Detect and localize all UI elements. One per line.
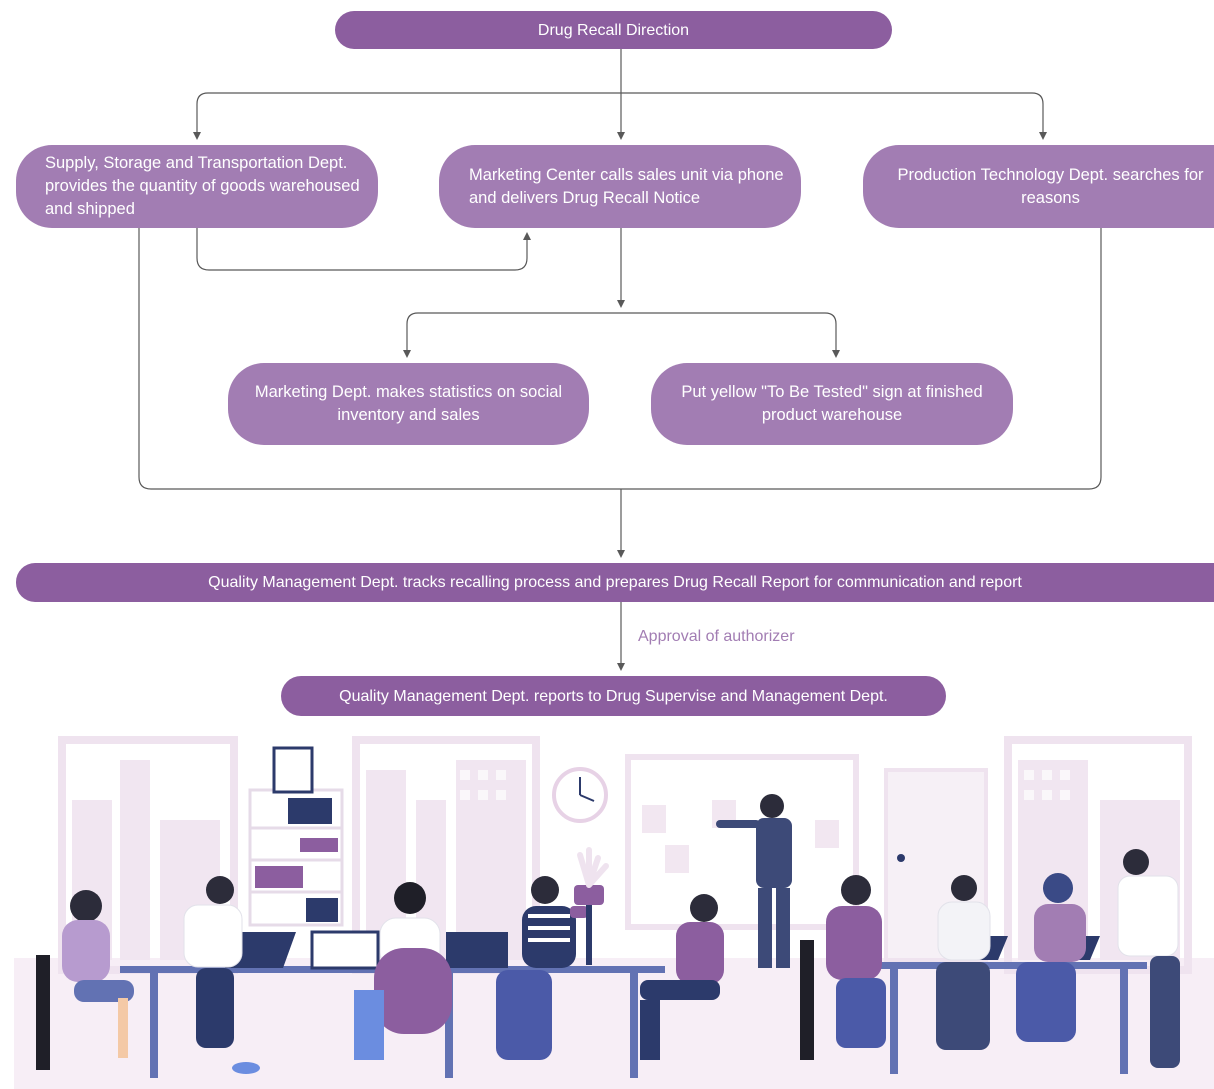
supply-storage-transport-node: Supply, Storage and Transportation Dept.… [16, 145, 378, 228]
person-8 [1016, 873, 1086, 1042]
person-6 [800, 875, 886, 1060]
whiteboard [625, 754, 859, 930]
clock-icon [552, 767, 608, 823]
connector-lines [138, 49, 1102, 671]
marketing-center-node: Marketing Center calls sales unit via ph… [439, 145, 801, 228]
person-1 [36, 890, 134, 1070]
person-4 [496, 876, 588, 1060]
desk-left [120, 966, 665, 1078]
laptops [225, 930, 1100, 970]
approval-edge-label: Approval of authorizer [638, 628, 795, 645]
production-technology-node: Production Technology Dept. searches for… [863, 145, 1214, 228]
city-skyline [72, 760, 1180, 960]
person-standing-right [1117, 849, 1180, 1068]
plant [574, 847, 609, 965]
person-7 [936, 875, 991, 1050]
person-5 [640, 894, 724, 1060]
drug-recall-direction-node: Drug Recall Direction [335, 11, 892, 49]
quality-management-report-node: Quality Management Dept. reports to Drug… [281, 676, 946, 716]
quality-management-tracking-node: Quality Management Dept. tracks recallin… [16, 563, 1214, 602]
marketing-statistics-node: Marketing Dept. makes statistics on soci… [228, 363, 589, 445]
bookshelf [248, 746, 344, 927]
yellow-sign-node: Put yellow "To Be Tested" sign at finish… [651, 363, 1013, 445]
door [884, 768, 988, 962]
person-2 [183, 876, 260, 1074]
person-3 [354, 882, 452, 1060]
window-frame-left [58, 736, 1192, 974]
person-standing-whiteboard [716, 794, 792, 968]
people [36, 794, 1180, 1074]
desk-right [862, 962, 1147, 1074]
